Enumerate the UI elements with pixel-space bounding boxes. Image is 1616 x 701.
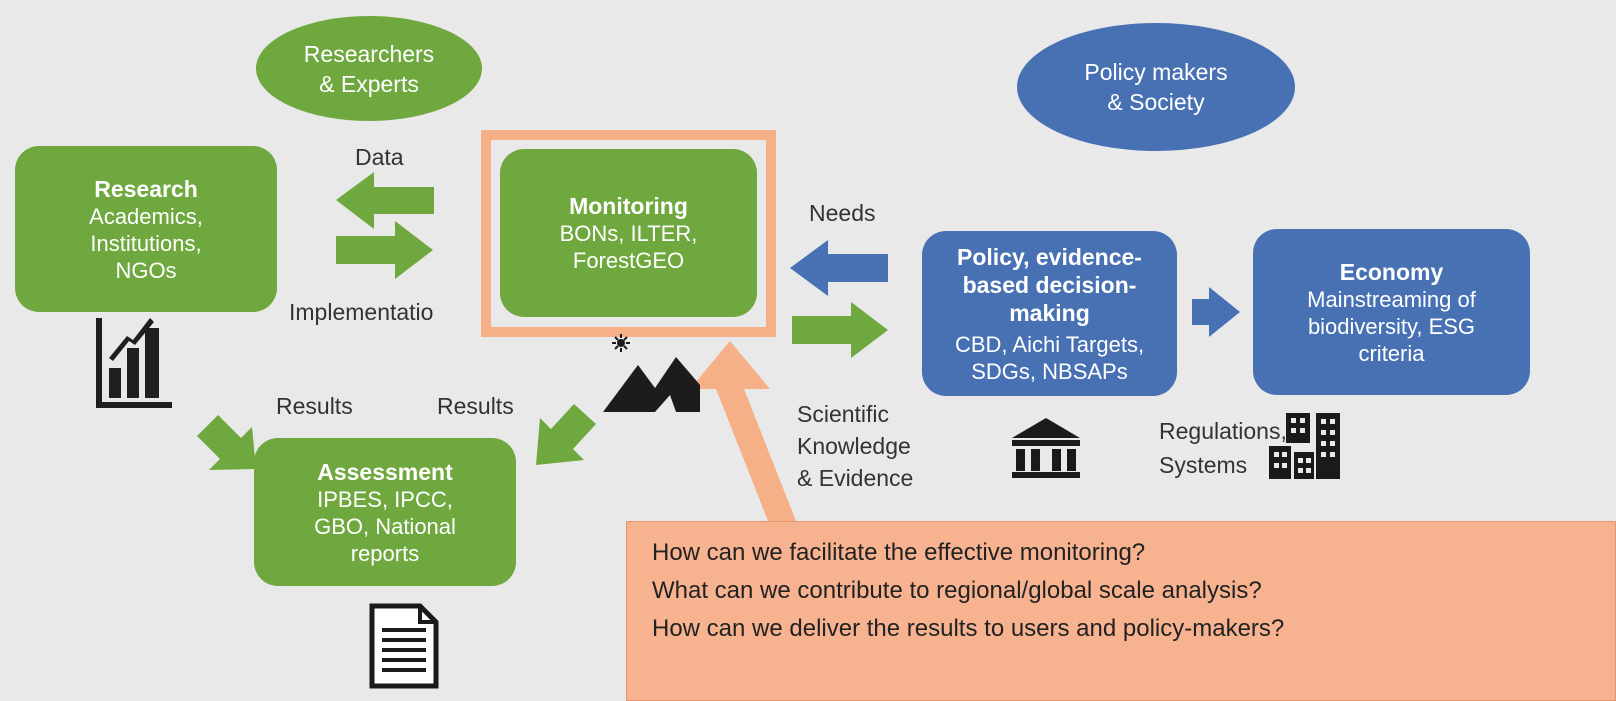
results-left-label: Results — [276, 393, 353, 419]
knowledge-line: & Evidence — [797, 465, 914, 491]
data-label: Data — [355, 144, 404, 170]
needs-label: Needs — [809, 200, 876, 226]
policy-makers-label-1: Policy makers — [1084, 59, 1228, 85]
economy-box: Economy Mainstreaming of biodiversity, E… — [1253, 229, 1530, 395]
economy-line: biodiversity, ESG — [1307, 313, 1476, 339]
monitoring-line: ForestGEO — [572, 248, 685, 273]
researchers-ellipse: Researchers & Experts — [256, 16, 482, 121]
regulations-label: Regulations, Systems — [1159, 414, 1287, 482]
knowledge-label: Scientific Knowledge & Evidence — [797, 398, 913, 494]
assessment-line: GBO, National — [314, 513, 456, 539]
knowledge-arrow — [792, 302, 888, 358]
policy-line: CBD, Aichi Targets, — [954, 331, 1145, 357]
policy-box: Policy, evidence- based decision- making… — [922, 231, 1177, 396]
research-box: Research Academics, Institutions, NGOs — [15, 146, 277, 312]
monitoring-box: Monitoring BONs, ILTER, ForestGEO — [500, 149, 757, 317]
questions-callout: How can we facilitate the effective moni… — [626, 521, 1616, 701]
data-arrow — [336, 172, 434, 229]
assessment-line: reports — [350, 540, 420, 566]
policy-title: based decision- — [962, 271, 1137, 298]
implementation-arrow — [336, 221, 433, 279]
results-left-arrow — [197, 415, 256, 470]
assessment-title: Assessment — [317, 458, 453, 485]
knowledge-line: Scientific — [797, 401, 890, 427]
monitoring-highlight-frame — [481, 130, 776, 337]
regulations-line: Systems — [1159, 452, 1248, 478]
research-line: Academics, — [89, 203, 203, 229]
economy-line: Mainstreaming of — [1307, 286, 1476, 312]
research-line: Institutions, — [90, 230, 202, 256]
results-right-label: Results — [437, 393, 514, 419]
chart-icon — [96, 318, 172, 408]
landscape-icon — [603, 334, 700, 412]
needs-arrow — [790, 240, 888, 296]
monitoring-title: Monitoring — [569, 193, 688, 219]
policy-title: Policy, evidence- — [957, 243, 1142, 270]
assessment-box: Assessment IPBES, IPCC, GBO, National re… — [254, 438, 516, 586]
economy-line: criteria — [1358, 340, 1425, 366]
research-title: Research — [94, 175, 198, 202]
question-line: How can we deliver the results to users … — [652, 615, 1285, 642]
document-icon — [369, 603, 439, 689]
research-line: NGOs — [115, 257, 177, 283]
assessment-line: IPBES, IPCC, — [317, 486, 453, 512]
researchers-label-1: Researchers — [303, 40, 435, 67]
implementation-label: Implementatio — [289, 299, 434, 325]
policy-line: SDGs, NBSAPs — [971, 358, 1128, 384]
monitoring-line: BONs, ILTER, — [559, 221, 698, 246]
regulations-line: Regulations, — [1159, 418, 1287, 444]
policy-makers-ellipse: Policy makers & Society — [1017, 23, 1295, 151]
question-line: What can we contribute to regional/globa… — [652, 577, 1262, 604]
policy-economy-arrow — [1192, 287, 1240, 337]
economy-title: Economy — [1339, 258, 1444, 285]
knowledge-line: Knowledge — [797, 433, 911, 459]
callout-arrow — [690, 341, 796, 521]
results-right-arrow — [536, 404, 596, 465]
policy-title: making — [1009, 299, 1090, 326]
institution-icon — [1012, 418, 1080, 478]
question-line: How can we facilitate the effective moni… — [652, 539, 1146, 566]
researchers-label-2: & Experts — [319, 70, 419, 97]
policy-makers-label-2: & Society — [1107, 89, 1205, 115]
